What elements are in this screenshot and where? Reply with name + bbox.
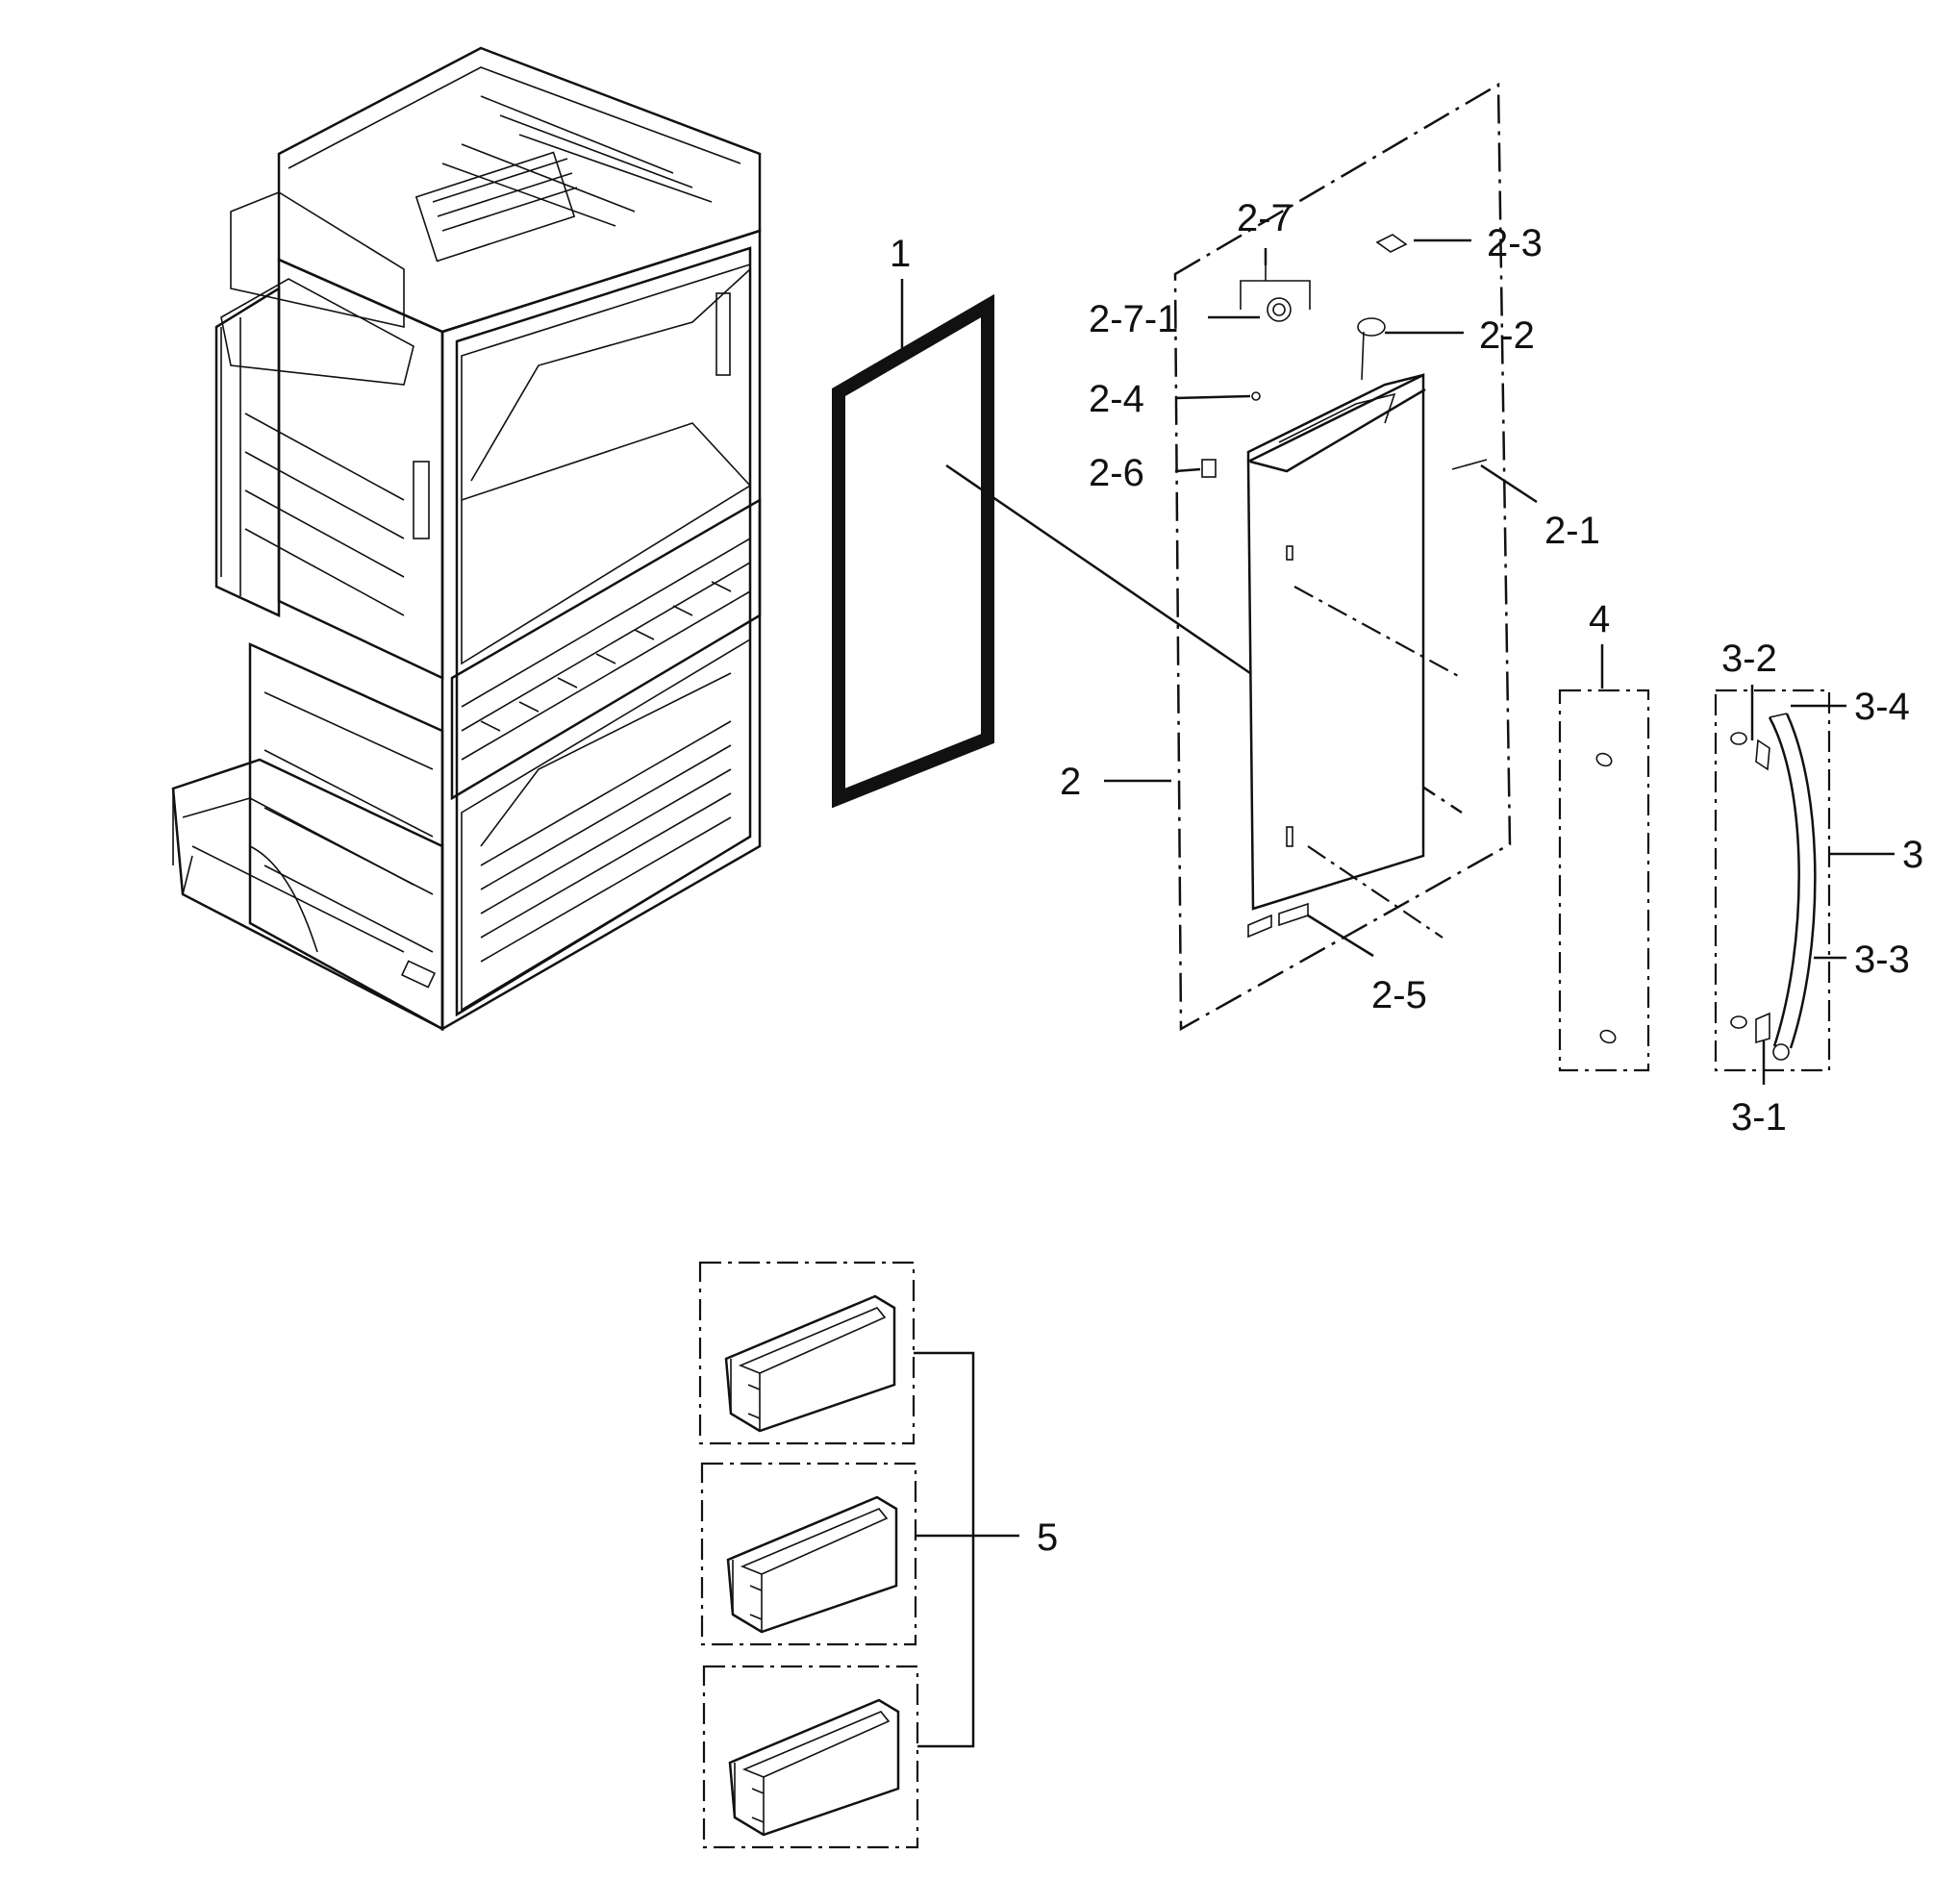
label-part-3-3: 3-3 <box>1854 939 1910 981</box>
refrigerator-cabinet <box>171 46 762 1032</box>
door-bin-2 <box>726 1495 898 1634</box>
label-part-3: 3 <box>1902 834 1923 876</box>
label-part-3-1: 3-1 <box>1731 1096 1787 1139</box>
label-part-2-3: 2-3 <box>1487 222 1543 264</box>
label-part-2: 2 <box>1060 761 1081 803</box>
door-gasket <box>832 293 1463 814</box>
part-labels: 1 2-7 2-3 2-7-1 2-2 2-4 2-6 2-1 4 3-2 3-… <box>890 197 1923 1559</box>
label-part-2-1: 2-1 <box>1544 510 1600 552</box>
door-bin-3 <box>728 1698 900 1837</box>
label-part-3-4: 3-4 <box>1854 686 1910 728</box>
label-part-3-2: 3-2 <box>1721 638 1777 680</box>
door-bin-set <box>698 1261 1019 1849</box>
label-part-1: 1 <box>890 233 911 275</box>
label-part-2-7: 2-7 <box>1237 197 1293 239</box>
label-part-2-5: 2-5 <box>1371 974 1427 1016</box>
door-handle-assembly <box>1714 689 1831 1072</box>
label-part-2-2: 2-2 <box>1479 314 1535 357</box>
label-part-5: 5 <box>1037 1516 1058 1559</box>
leader-lines <box>900 238 1895 1085</box>
door-assembly <box>1173 82 1512 1032</box>
door-trim-strip <box>1558 689 1650 1072</box>
label-part-2-6: 2-6 <box>1089 452 1144 494</box>
door-bin-1 <box>724 1294 896 1433</box>
label-part-2-4: 2-4 <box>1089 378 1144 420</box>
label-part-4: 4 <box>1589 598 1610 640</box>
label-part-2-7-1: 2-7-1 <box>1089 298 1178 340</box>
